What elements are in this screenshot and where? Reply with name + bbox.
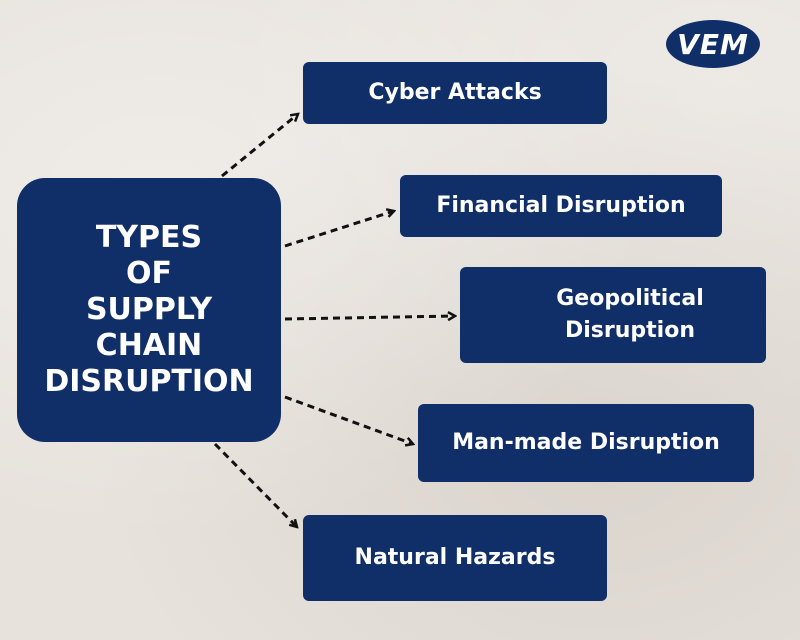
cyber-attacks-box: Cyber Attacks: [303, 62, 607, 124]
natural-hazards-label: Natural Hazards: [354, 545, 556, 570]
natural-hazards-box: Natural Hazards: [303, 515, 607, 601]
financial-disruption-box: Financial Disruption: [400, 175, 722, 237]
geopolitical-disruption-label: Geopolitical Disruption: [556, 286, 704, 343]
cyber-attacks-label: Cyber Attacks: [368, 80, 542, 105]
central-topic-label: TYPES OF SUPPLY CHAIN DISRUPTION: [44, 220, 254, 399]
financial-disruption-label: Financial Disruption: [436, 193, 686, 218]
arrow-to-geopolitical-disruption: [284, 316, 455, 319]
arrow-to-cyber-attacks: [221, 114, 298, 178]
arrow-to-man-made-disruption: [284, 395, 413, 444]
central-topic-box: TYPES OF SUPPLY CHAIN DISRUPTION: [17, 178, 281, 442]
logo-text: VEM: [677, 27, 749, 61]
man-made-disruption-label: Man-made Disruption: [452, 430, 720, 455]
arrow-to-financial-disruption: [284, 211, 394, 248]
man-made-disruption-box: Man-made Disruption: [418, 404, 754, 482]
vem-logo: VEM: [666, 20, 760, 68]
geopolitical-disruption-box: Geopolitical Disruption: [460, 267, 766, 363]
arrow-to-natural-hazards: [213, 442, 297, 527]
